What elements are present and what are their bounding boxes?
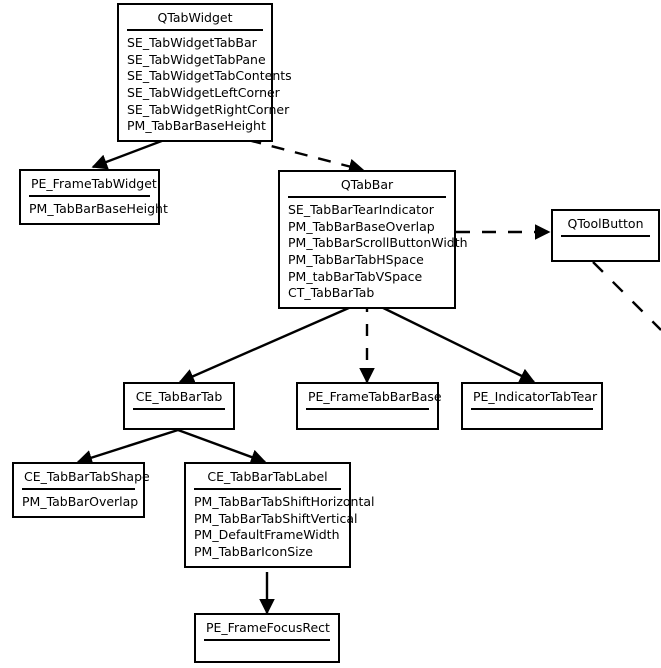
node-title: PE_FrameTabWidget (31, 176, 157, 191)
node-divider (561, 235, 650, 237)
node-divider (22, 488, 135, 490)
node-item: PM_TabBarTabShiftHorizontal (194, 494, 375, 509)
node-title: QToolButton (567, 216, 644, 231)
node-divider (288, 196, 446, 198)
node-item: PM_TabBarTabShiftVertical (194, 510, 358, 526)
node-divider (471, 408, 593, 410)
node-qtabwidget[interactable]: QTabWidget SE_TabWidgetTabBar SE_TabWidg… (117, 3, 292, 142)
node-item: PM_TabBarBaseOverlap (288, 218, 435, 234)
node-item: PM_tabBarTabVSpace (288, 268, 423, 284)
node-pe-indicatortabtear[interactable]: PE_IndicatorTabTear (461, 382, 603, 430)
node-divider (306, 408, 429, 410)
node-items: PM_TabBarOverlap (14, 490, 143, 516)
node-divider (133, 408, 225, 410)
node-title: PE_FrameTabBarBase (308, 389, 442, 404)
node-title: CE_TabBarTabShape (24, 469, 150, 484)
edge-qtoolbutton-to-offscreen (592, 261, 661, 331)
node-ce-tabbartabshape[interactable]: CE_TabBarTabShape PM_TabBarOverlap (12, 462, 150, 518)
node-item: SE_TabWidgetRightCorner (127, 101, 290, 117)
edge-ce-tabbartab-to-ce-tabbartabshape (76, 428, 179, 466)
node-items (463, 410, 601, 437)
node-items: SE_TabWidgetTabBar SE_TabWidgetTabPane S… (119, 31, 292, 140)
node-items (196, 641, 338, 668)
node-pe-frametabbarbase[interactable]: PE_FrameTabBarBase (296, 382, 442, 430)
edge-qtabbar-to-ce-tabbartab (178, 298, 368, 384)
node-ce-tabbartab[interactable]: CE_TabBarTab (123, 382, 235, 430)
node-item: PM_TabBarIconSize (194, 543, 313, 559)
edge-ce-tabbartab-to-ce-tabbartablabel (177, 428, 267, 465)
node-item: PM_TabBarBaseHeight (127, 118, 266, 134)
node-divider (194, 488, 341, 490)
node-pe-frametabwidget[interactable]: PE_FrameTabWidget PM_TabBarBaseHeight (19, 169, 168, 225)
node-items (125, 410, 233, 437)
node-item: SE_TabBarTearIndicator (288, 202, 434, 217)
edge-qtabbar-to-pe-indicatortabtear (366, 298, 536, 384)
node-qtoolbutton[interactable]: QToolButton (551, 209, 660, 262)
node-ce-tabbartablabel[interactable]: CE_TabBarTabLabel PM_TabBarTabShiftHoriz… (184, 462, 375, 568)
node-qtabbar[interactable]: QTabBar SE_TabBarTearIndicator PM_TabBar… (278, 170, 468, 309)
node-title: PE_IndicatorTabTear (473, 389, 598, 404)
node-title: QTabWidget (157, 10, 233, 25)
node-item: SE_TabWidgetLeftCorner (127, 84, 280, 100)
node-item: SE_TabWidgetTabContents (127, 68, 292, 84)
node-divider (127, 29, 263, 31)
node-item: PM_DefaultFrameWidth (194, 527, 340, 543)
node-item: SE_TabWidgetTabBar (127, 35, 257, 50)
node-title: CE_TabBarTabLabel (207, 469, 328, 484)
node-divider (204, 639, 330, 641)
node-item: SE_TabWidgetTabPane (127, 51, 266, 67)
node-item: CT_TabBarTab (288, 285, 375, 301)
node-divider (29, 195, 150, 197)
node-items (298, 410, 437, 437)
node-items: PM_TabBarTabShiftHorizontal PM_TabBarTab… (186, 490, 375, 566)
node-items: PM_TabBarBaseHeight (21, 197, 168, 223)
node-title: PE_FrameFocusRect (206, 620, 330, 635)
node-title: CE_TabBarTab (135, 389, 223, 404)
node-pe-framefocusrect[interactable]: PE_FrameFocusRect (194, 613, 340, 663)
node-item: PM_TabBarScrollButtonWidth (288, 235, 468, 251)
node-item: PM_TabBarOverlap (22, 494, 139, 509)
node-title: QTabBar (340, 177, 394, 192)
node-items: SE_TabBarTearIndicator PM_TabBarBaseOver… (280, 198, 468, 307)
node-items (553, 237, 658, 264)
node-item: PM_TabBarBaseHeight (29, 201, 168, 216)
node-item: PM_TabBarTabHSpace (288, 251, 424, 267)
